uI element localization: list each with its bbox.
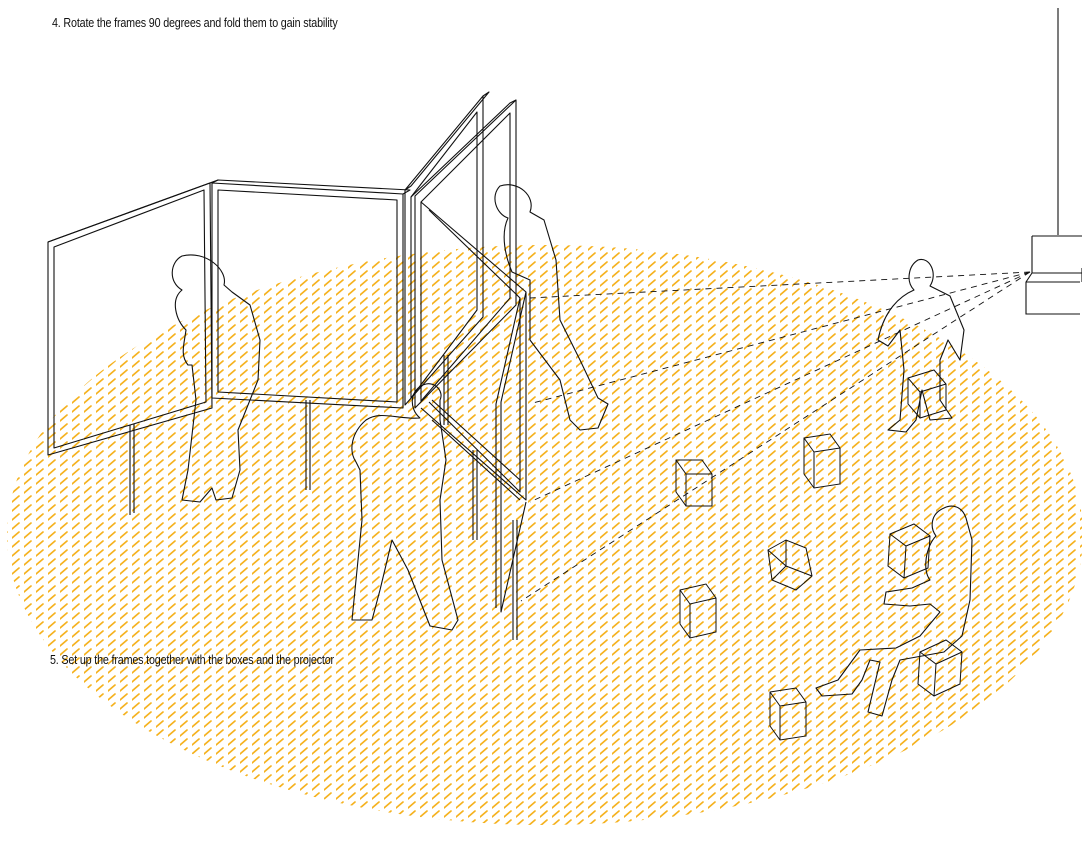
projector xyxy=(1026,8,1082,314)
step-4-caption: 4. Rotate the frames 90 degrees and fold… xyxy=(52,16,338,30)
step-5-caption: 5. Set up the frames together with the b… xyxy=(50,653,334,667)
floor-area xyxy=(7,245,1082,825)
